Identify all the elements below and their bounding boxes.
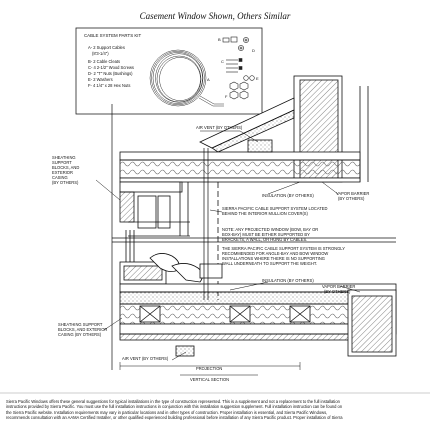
sheathing-label: EXTERIOR — [52, 170, 73, 175]
part-letter: B — [218, 37, 221, 42]
sheathing-label: SHEATHING SUPPORT — [58, 322, 103, 327]
dimension-lines — [119, 362, 301, 376]
section-caption: VERTICAL SECTION — [190, 377, 229, 382]
projection-note: BRACKETS, A WALL, OR HUNG BY CABLES. — [222, 237, 307, 242]
lower-seat-framing — [119, 283, 397, 357]
break-lines — [111, 104, 396, 370]
vapor-barrier-label: VAPOR BARRIER — [322, 284, 355, 289]
kit-item: E- 2 Washers — [88, 77, 113, 82]
parts-kit-heading: CABLE SYSTEM PARTS KIT — [84, 33, 141, 38]
insulation-label: INSULATION (BY OTHERS) — [262, 278, 314, 283]
kit-hardware-illustration — [222, 36, 255, 100]
projection-note: INSTALLATIONS WHERE THERE IS NO SUPPORTI… — [222, 256, 325, 261]
vapor-barrier-label: (BY OTHERS) — [324, 289, 351, 294]
disclaimer-line: Sierra Pacific Windows offers these gene… — [6, 399, 340, 404]
projection-note: WALL UNDERNEATH TO SUPPORT THE WEIGHT. — [222, 261, 317, 266]
projection-note: NOTE: ANY PROJECTED WINDOW (BOW, BAY OR — [222, 227, 318, 232]
casement-window-section — [119, 221, 223, 285]
sheathing-label: BLOCKS, AND EXTERIOR — [58, 327, 107, 332]
sheathing-label: CASING (BY OTHERS) — [58, 332, 102, 337]
part-letter: E — [256, 76, 259, 81]
kit-item: B- 2 Cable Cleats — [88, 59, 120, 64]
projection-note: RECOMMENDED FOR ANGLE-BAY AND BOW WINDOW — [222, 251, 328, 256]
air-vent-label: AIR VENT (BY OTHERS) — [122, 356, 169, 361]
projection-note: THE SIERRA PACIFIC CABLE SUPPORT SYSTEM … — [222, 246, 345, 251]
part-letter: D — [252, 48, 255, 53]
kit-item: (8'3-1/4") — [92, 51, 109, 56]
parts-kit-panel: CABLE SYSTEM PARTS KIT A- 2 Support Cabl… — [75, 27, 263, 115]
drawing-title: Casement Window Shown, Others Similar — [140, 11, 291, 21]
sheathing-label: CASING — [52, 175, 68, 180]
sheathing-label: (BY OTHERS) — [52, 180, 79, 185]
kit-item: A- 2 Support Cables — [88, 45, 125, 50]
leader-lines — [95, 130, 361, 361]
part-letter: C — [221, 59, 224, 64]
upper-roof-framing — [119, 75, 369, 183]
sheathing-label: BLOCKS, AND — [52, 165, 79, 170]
cable-note: BEHIND THE INTERIOR MULLION COVER(S) — [222, 211, 309, 216]
disclaimer-line: instructions provided by Sierra Pacific.… — [6, 404, 343, 410]
kit-item: F- 4 1/4" x 28 Hex Nuts — [88, 83, 130, 88]
part-letter: A — [207, 77, 210, 82]
disclaimer-footer: Sierra Pacific Windows offers these gene… — [6, 399, 426, 420]
kit-item: D- 2 "T" Nuts (Bushings) — [88, 71, 133, 76]
disclaimer-line: the Sierra Pacific website. Installation… — [6, 409, 328, 415]
projection-note: BOX-BAY) MUST BE EITHER SUPPORTED BY — [222, 232, 310, 237]
kit-item: C- 4 2-1/2" Wood Screws — [88, 65, 134, 70]
insulation-label: INSULATION (BY OTHERS) — [262, 193, 314, 198]
cable-note: SIERRA PACIFIC CABLE SUPPORT SYSTEM LOCA… — [222, 206, 328, 211]
cable-coil-illustration — [149, 49, 224, 107]
sheathing-label: SUPPORT — [52, 160, 72, 165]
projection-dimension-label: PROJECTION — [196, 366, 222, 371]
vapor-barrier-label: VAPOR BARRIER — [336, 191, 369, 196]
sheathing-label: SHEATHING — [52, 155, 76, 160]
exterior-wall-upper — [119, 181, 219, 300]
disclaimer-line: recommends consultation with an AAMA Cer… — [6, 414, 343, 420]
air-vent-label: AIR VENT (BY OTHERS) — [196, 125, 243, 130]
part-letter: F — [225, 94, 228, 99]
support-cable-line — [203, 148, 209, 300]
vapor-barrier-label: (BY OTHERS) — [338, 196, 365, 201]
